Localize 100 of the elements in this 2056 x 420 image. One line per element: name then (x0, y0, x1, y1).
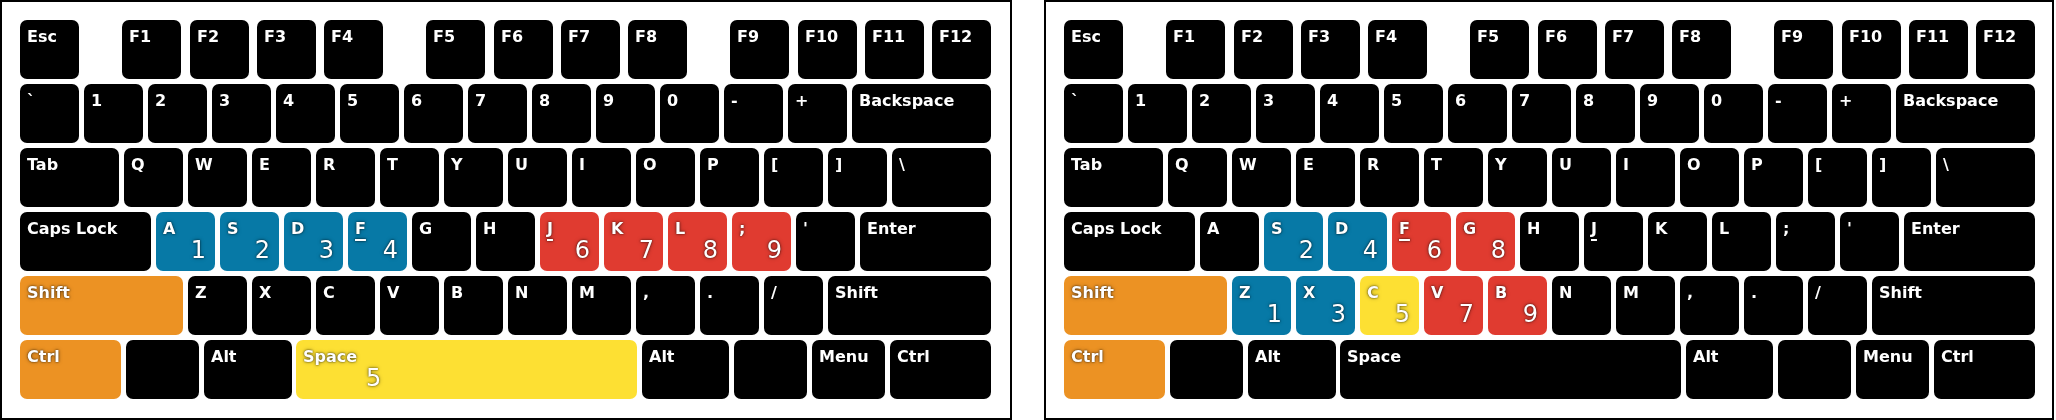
keyboard-key (1832, 84, 1891, 143)
key-label: Z (195, 283, 207, 302)
keyboard-key (628, 20, 687, 79)
keyboard-key (1234, 20, 1293, 79)
key-label: ' (1847, 219, 1852, 238)
keyboard-key (1064, 20, 1123, 79)
keyboard-key (1470, 20, 1529, 79)
key-label: Y (1495, 155, 1507, 174)
keyboard-key (1232, 276, 1291, 335)
key-label: Menu (819, 347, 869, 366)
key-label: O (1687, 155, 1701, 174)
key-label: N (515, 283, 529, 302)
key-label: Esc (27, 27, 57, 46)
keyboard-key (700, 148, 759, 207)
key-label: F (1399, 219, 1410, 238)
key-label: Ctrl (1941, 347, 1974, 366)
key-label: F2 (197, 27, 220, 46)
keyboard-key (1248, 340, 1336, 399)
keyboard-key (20, 20, 79, 79)
key-label: N (1559, 283, 1573, 302)
key-label: Menu (1863, 347, 1913, 366)
key-label: L (1719, 219, 1730, 238)
key-label: , (1687, 283, 1694, 302)
keyboard-key (1744, 276, 1803, 335)
keyboard-key (892, 148, 991, 207)
key-label: F4 (331, 27, 354, 46)
key-label: K (611, 219, 624, 238)
key-number: 4 (382, 236, 398, 264)
keyboard-key (257, 20, 316, 79)
keyboard-key (764, 276, 823, 335)
keyboard-key (468, 84, 527, 143)
keyboard-key (828, 148, 887, 207)
keyboard-key (1616, 148, 1675, 207)
keyboard-key (1488, 276, 1547, 335)
key-label: Q (131, 155, 145, 174)
keyboard-key (316, 148, 375, 207)
keyboard-key (668, 212, 727, 271)
keyboard-key (865, 20, 924, 79)
keyboard-frame (1044, 0, 2054, 420)
key-label: / (771, 283, 777, 302)
key-label: T (1431, 155, 1442, 174)
keyboard-key (852, 84, 991, 143)
key-number: 9 (1522, 300, 1538, 328)
key-label: A (1207, 219, 1220, 238)
key-label: 5 (1391, 91, 1403, 110)
key-label: F9 (737, 27, 760, 46)
key-label: F3 (264, 27, 287, 46)
key-label: F8 (1679, 27, 1702, 46)
key-label: \ (899, 155, 905, 174)
keyboard-key (532, 84, 591, 143)
key-number: 8 (1490, 236, 1506, 264)
key-number: 6 (574, 236, 590, 264)
key-label: F7 (1612, 27, 1635, 46)
key-label: F8 (635, 27, 658, 46)
keyboard-key (204, 340, 292, 399)
keyboard-key (1552, 276, 1611, 335)
keyboard-key (1896, 84, 2035, 143)
key-label: A (163, 219, 176, 238)
key-label: Backspace (1903, 91, 1999, 110)
keyboard-key (1808, 148, 1867, 207)
key-label: I (1623, 155, 1629, 174)
key-label: G (1463, 219, 1477, 238)
keyboard-key (1424, 276, 1483, 335)
key-label: Esc (1071, 27, 1101, 46)
keyboard-key (1520, 212, 1579, 271)
keyboard-key (1704, 84, 1763, 143)
key-label: 7 (475, 91, 487, 110)
keyboard-key (1328, 212, 1387, 271)
keyboard-key (1256, 84, 1315, 143)
keyboard-key (732, 212, 791, 271)
keyboard-key (348, 212, 407, 271)
key-label: ; (1783, 219, 1790, 238)
keyboard-key (1064, 84, 1123, 143)
key-label: L (675, 219, 686, 238)
key-label: W (1239, 155, 1257, 174)
key-number: 5 (1394, 300, 1410, 328)
keyboard-key (1064, 148, 1163, 207)
keyboard-key (1296, 276, 1355, 335)
key-label: Z (1239, 283, 1251, 302)
key-label: Q (1175, 155, 1189, 174)
key-label: Tab (1071, 155, 1103, 174)
keyboard-key (1856, 340, 1929, 399)
key-label: I (579, 155, 585, 174)
key-label: \ (1943, 155, 1949, 174)
key-number: 5 (366, 364, 382, 392)
keyboard-key (1301, 20, 1360, 79)
key-label: 0 (1711, 91, 1723, 110)
keyboard-key (1778, 340, 1851, 399)
key-label: Alt (649, 347, 675, 366)
key-label: - (1775, 91, 1782, 110)
key-label: , (643, 283, 650, 302)
keyboard-key (1064, 212, 1195, 271)
keyboard-key (660, 84, 719, 143)
keyboard-key (798, 20, 857, 79)
key-label: [ (1815, 155, 1823, 174)
keyboard-key (20, 276, 183, 335)
key-label: V (387, 283, 400, 302)
key-label: Caps Lock (27, 219, 118, 238)
key-number: 9 (766, 236, 782, 264)
key-label: P (707, 155, 719, 174)
